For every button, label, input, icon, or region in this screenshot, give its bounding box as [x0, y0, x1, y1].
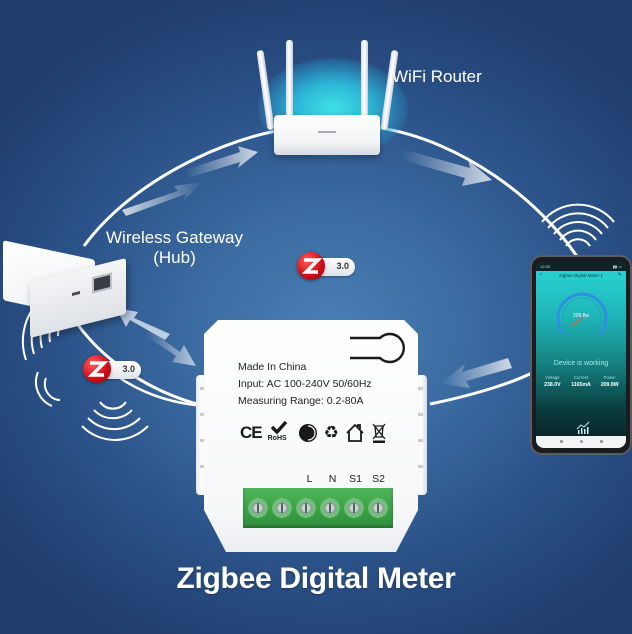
stat-current: Current 1165mA [571, 375, 591, 388]
meter-measuring-range: Measuring Range: 0.2-80A [238, 395, 364, 407]
router-logo [318, 131, 336, 133]
wifi-router [274, 115, 380, 155]
ce-mark-icon: CE [240, 423, 263, 442]
nav-back-button[interactable] [600, 440, 603, 443]
meter-clip-right [415, 375, 427, 495]
stat-power: Power 209.8W [600, 375, 619, 388]
page-title: Zigbee Digital Meter [176, 562, 456, 595]
nav-bar [536, 436, 626, 448]
edit-icon[interactable]: ✎ [617, 272, 622, 278]
arrow-router-to-hub [122, 182, 204, 216]
device-status: Device is working [553, 360, 609, 367]
terminal-screw [272, 498, 292, 518]
arrow-phone-to-meter [440, 358, 512, 388]
hub-label-line2: (Hub) [153, 248, 196, 267]
meter-made-in: Made In China [238, 361, 307, 373]
terminal-label-s1: S1 [349, 473, 362, 485]
zigbee-version: 3.0 [336, 261, 349, 271]
reading-stats: Voltage 238.0V Current 1165mA Power 209.… [538, 375, 624, 388]
terminal-screw [368, 498, 388, 518]
green-dot-icon [298, 424, 317, 442]
link-router-phone [379, 126, 580, 259]
stat-voltage: Voltage 238.0V [544, 375, 561, 388]
power-gauge [556, 292, 608, 335]
app-title: Zigbee Digital Meter 1 [558, 273, 604, 278]
history-chart-icon[interactable] [576, 420, 590, 434]
arrow-meter-to-hub [116, 308, 170, 340]
back-icon[interactable]: ‹ [540, 272, 542, 278]
router-label: WiFi Router [392, 67, 482, 86]
reset-button-icon [350, 332, 405, 364]
indoor-use-icon [346, 423, 364, 442]
terminal-labels: L N S1 S2 [298, 473, 390, 485]
nav-home-button[interactable] [580, 440, 583, 443]
weee-bin-icon [372, 423, 386, 443]
hub-label: Wireless Gateway (Hub) [106, 228, 243, 268]
rohs-icon: RoHS [268, 421, 292, 445]
terminal-screw [248, 498, 268, 518]
arrow-router-to-phone [402, 150, 492, 186]
terminal-screw [296, 498, 316, 518]
recycle-icon: ♻ [323, 423, 339, 442]
gauge-value: 209.8w [572, 313, 590, 319]
terminal-label-n: N [328, 473, 337, 485]
terminal-screw [344, 498, 364, 518]
zigbee-badge: 3.0 [83, 355, 141, 385]
wifi-waves-phone [541, 203, 615, 247]
arrow-hub-to-meter [146, 330, 196, 366]
terminal-screw [320, 498, 340, 518]
nav-menu-button[interactable] [560, 440, 563, 443]
router-antenna [286, 40, 293, 128]
hub-label-line1: Wireless Gateway [106, 228, 243, 247]
router-antenna [361, 40, 368, 128]
zigbee-version: 3.0 [122, 364, 135, 374]
arrow-hub-to-router [185, 146, 258, 178]
zigbee-badge: 3.0 [297, 252, 355, 282]
status-bar: 12:00▮▮ ▭ [536, 262, 626, 271]
link-meter-phone [429, 370, 535, 406]
certification-marks: CE RoHS ♻ [240, 421, 387, 445]
terminal-label-s2: S2 [372, 473, 385, 485]
terminal-block [243, 488, 393, 528]
smartphone: 12:00▮▮ ▭ ‹ Zigbee Digital Meter 1 ✎ 209… [530, 255, 632, 455]
zigbee-logo-icon [83, 355, 111, 383]
zigbee-logo-icon [297, 252, 325, 280]
meter-input-spec: Input: AC 100-240V 50/60Hz [238, 378, 372, 390]
terminal-label-l: L [306, 473, 313, 485]
wifi-waves-badge [35, 371, 149, 441]
app-screen: 12:00▮▮ ▭ ‹ Zigbee Digital Meter 1 ✎ 209… [536, 262, 626, 448]
